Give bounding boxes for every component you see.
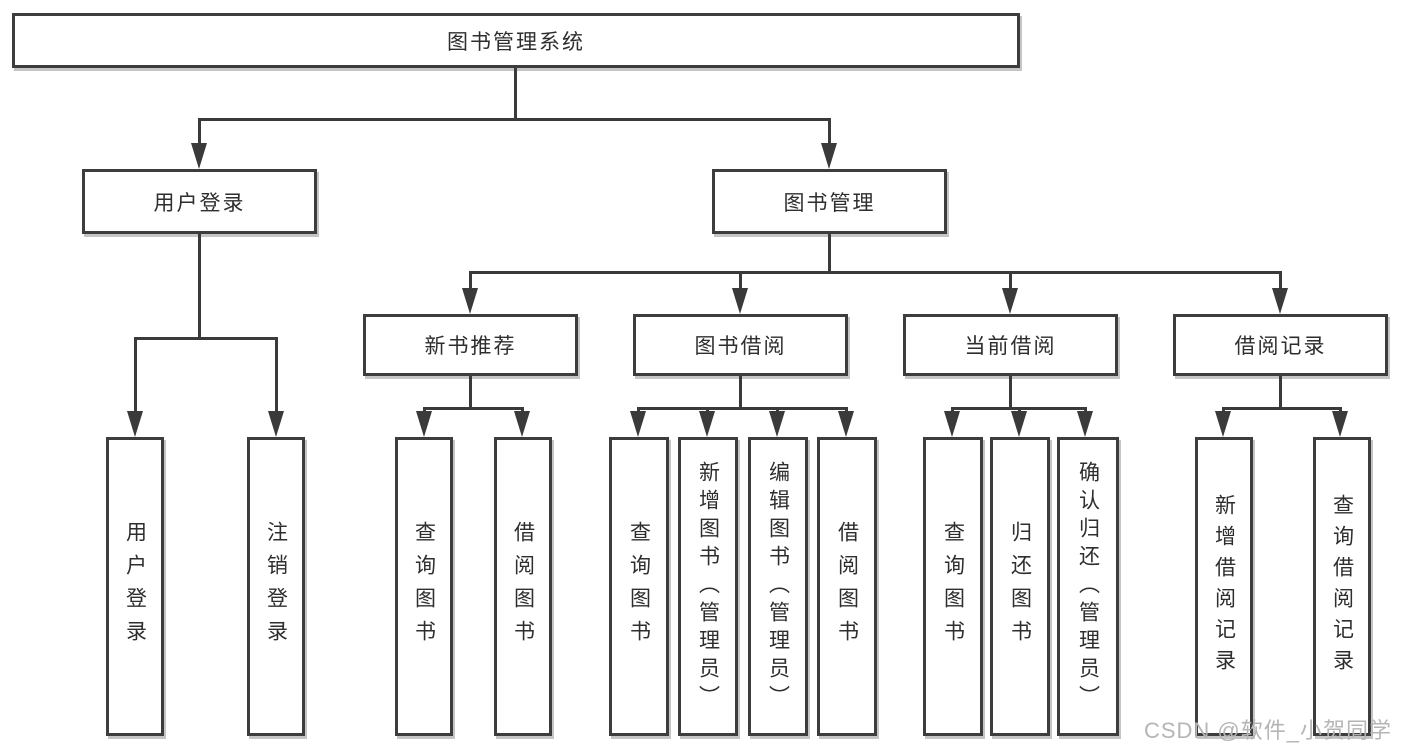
- connector-mgmt-rail: [469, 271, 1281, 274]
- node-user-login-label: 用户登录: [153, 191, 246, 215]
- leaf-node-logout: 注销登录: [247, 437, 305, 736]
- leaf-node-query-book-2: 查询图书: [609, 437, 669, 736]
- connector-root-drop-left: [198, 118, 201, 146]
- arrow-down-icon: [416, 411, 432, 437]
- leaf-node-query-borrow-record: 查询借阅记录: [1313, 437, 1371, 736]
- node-current-borrow-label: 当前借阅: [964, 335, 1057, 358]
- connector-mgmt-stem: [828, 234, 831, 271]
- node-book-management-label: 图书管理: [783, 191, 876, 215]
- leaf-node-query-book-3: 查询图书: [923, 437, 983, 736]
- leaf-label: 查询借阅记录: [1330, 493, 1354, 680]
- connector-root-stem: [514, 68, 517, 118]
- arrow-down-icon: [1215, 411, 1231, 437]
- leaf-node-user-login: 用户登录: [106, 437, 164, 736]
- arrow-down-icon: [699, 411, 715, 437]
- node-current-borrow: 当前借阅: [903, 314, 1118, 376]
- arrow-down-icon: [1011, 411, 1027, 437]
- arrow-down-icon: [268, 411, 284, 437]
- connector-login-stem: [198, 234, 201, 337]
- node-root-label: 图书管理系统: [447, 30, 585, 54]
- node-borrow-records-label: 借阅记录: [1234, 335, 1327, 358]
- leaf-label: 注销登录: [264, 520, 288, 653]
- leaf-label: 查询图书: [627, 520, 651, 653]
- leaf-label: 借阅图书: [835, 520, 859, 653]
- connector-mgmt-drop-1: [469, 271, 472, 293]
- csdn-watermark: CSDN @软件_小贺同学: [1143, 718, 1392, 743]
- arrow-down-icon: [1002, 288, 1018, 314]
- leaf-label: 归还图书: [1008, 520, 1032, 653]
- leaf-label: 查询图书: [941, 520, 965, 653]
- connector-root-rail: [198, 118, 831, 121]
- node-root: 图书管理系统: [12, 13, 1020, 68]
- connector-login-drop-2: [275, 337, 278, 414]
- connector-mgmt-drop-3: [1009, 271, 1012, 293]
- connector-root-drop-right: [828, 118, 831, 146]
- connector-login-rail: [134, 337, 278, 340]
- node-new-book-recommend: 新书推荐: [363, 314, 578, 376]
- arrow-down-icon: [1077, 411, 1093, 437]
- leaf-node-borrow-book-1: 借阅图书: [494, 437, 552, 736]
- leaf-label: 新增借阅记录: [1212, 493, 1236, 680]
- connector-login-drop-1: [134, 337, 137, 414]
- connector-mgmt-drop-4: [1279, 271, 1282, 293]
- leaf-label: 借阅图书: [511, 520, 535, 653]
- arrow-down-icon: [732, 288, 748, 314]
- leaf-label: 新增图书（管理员）: [696, 460, 720, 713]
- leaf-node-return-book: 归还图书: [990, 437, 1050, 736]
- leaf-label: 编辑图书（管理员）: [766, 460, 790, 713]
- leaf-node-add-book-admin: 新增图书（管理员）: [678, 437, 738, 736]
- leaf-node-borrow-book-2: 借阅图书: [817, 437, 877, 736]
- connector-borrow-rail: [637, 407, 848, 410]
- arrow-down-icon: [630, 411, 646, 437]
- arrow-down-icon: [821, 143, 837, 169]
- leaf-label: 查询图书: [412, 520, 436, 653]
- leaf-node-edit-book-admin: 编辑图书（管理员）: [748, 437, 808, 736]
- node-user-login: 用户登录: [82, 169, 317, 234]
- arrow-down-icon: [1272, 288, 1288, 314]
- node-book-borrow-label: 图书借阅: [694, 335, 787, 358]
- connector-records-stem: [1279, 376, 1282, 407]
- node-book-management: 图书管理: [712, 169, 947, 234]
- connector-current-stem: [1009, 376, 1012, 407]
- leaf-node-query-book-1: 查询图书: [395, 437, 453, 736]
- arrow-down-icon: [127, 411, 143, 437]
- arrow-down-icon: [944, 411, 960, 437]
- connector-mgmt-drop-2: [739, 271, 742, 293]
- arrow-down-icon: [769, 411, 785, 437]
- leaf-node-add-borrow-record: 新增借阅记录: [1195, 437, 1253, 736]
- arrow-down-icon: [514, 411, 530, 437]
- connector-newbook-rail: [423, 407, 524, 410]
- connector-records-rail: [1222, 407, 1342, 410]
- leaf-node-confirm-return-admin: 确认归还（管理员）: [1057, 437, 1119, 736]
- node-borrow-records: 借阅记录: [1173, 314, 1388, 376]
- node-new-book-recommend-label: 新书推荐: [424, 335, 517, 358]
- connector-newbook-stem: [469, 376, 472, 407]
- connector-borrow-stem: [739, 376, 742, 407]
- leaf-label: 用户登录: [123, 520, 147, 653]
- arrow-down-icon: [191, 143, 207, 169]
- arrow-down-icon: [1332, 411, 1348, 437]
- leaf-label: 确认归还（管理员）: [1076, 460, 1100, 713]
- node-book-borrow: 图书借阅: [633, 314, 848, 376]
- arrow-down-icon: [462, 288, 478, 314]
- arrow-down-icon: [838, 411, 854, 437]
